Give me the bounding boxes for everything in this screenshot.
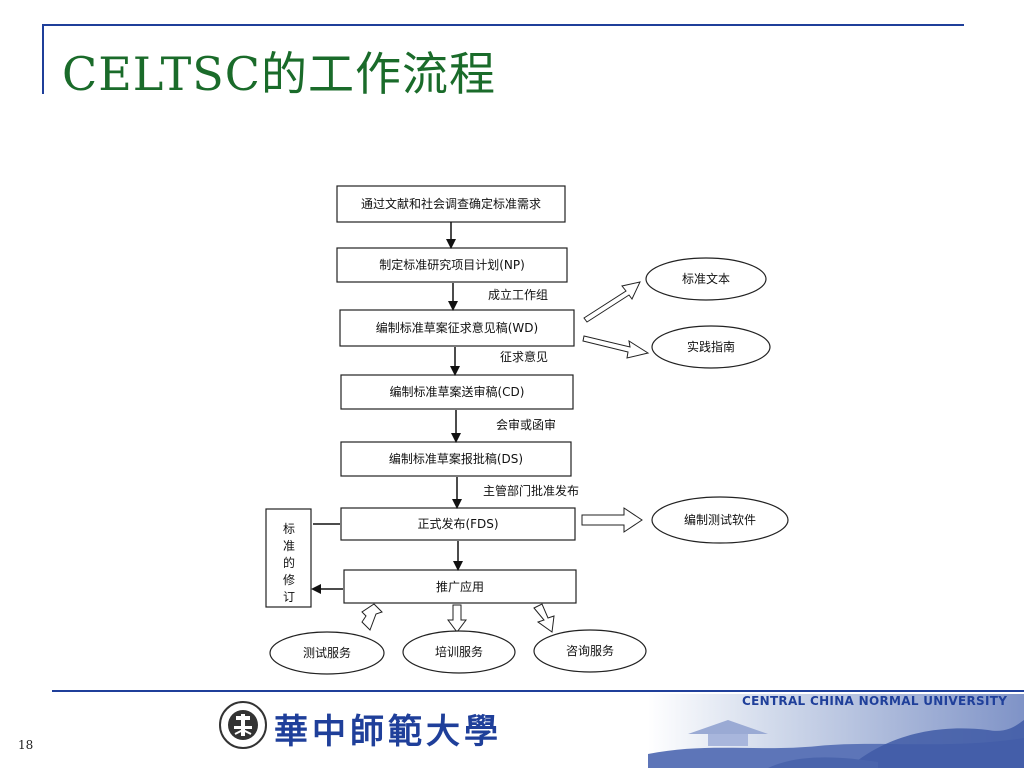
service-training-label: 培训服务 [435, 644, 483, 659]
output-standard-text: 标准文本 [645, 257, 767, 301]
step-7-label: 推广应用 [436, 579, 484, 594]
output-standard-text-label: 标准文本 [682, 271, 730, 286]
hollow-arrow-to-training-service [447, 604, 467, 633]
page-number: 18 [18, 738, 34, 752]
revision-box-char: 修 [283, 572, 295, 587]
step-5-label: 编制标准草案报批稿(DS) [389, 451, 523, 466]
revision-box-char: 标 [283, 522, 295, 536]
service-consulting-label: 咨询服务 [566, 643, 614, 658]
transition-label-1: 成立工作组 [488, 287, 548, 302]
revision-box: 标准的修订 [265, 508, 312, 608]
campus-landscape-art [648, 694, 1024, 768]
hollow-arrow-to-standard-text [583, 281, 641, 323]
service-consulting: 咨询服务 [533, 629, 647, 673]
footer-rule [52, 690, 1024, 692]
output-test-software-label: 编制测试软件 [684, 512, 756, 527]
output-practice-guide: 实践指南 [651, 325, 771, 369]
hollow-arrow-to-consulting-service [533, 603, 555, 633]
transition-label-3: 会审或函审 [496, 417, 556, 432]
service-testing-label: 测试服务 [303, 645, 351, 660]
slide-title: CELTSC的工作流程 [62, 47, 496, 101]
step-3-box: 编制标准草案征求意见稿(WD) [339, 309, 575, 347]
step-3-label: 编制标准草案征求意见稿(WD) [376, 320, 538, 335]
step-2-label: 制定标准研究项目计划(NP) [379, 257, 525, 272]
title-left-bar [42, 24, 44, 94]
revision-box-label: 标准的修订 [283, 522, 295, 604]
step-5-box: 编制标准草案报批稿(DS) [340, 441, 572, 477]
university-name-calligraphy: 華中師範大學 [274, 712, 502, 752]
title-top-rule [42, 24, 964, 26]
step-4-box: 编制标准草案送审稿(CD) [340, 374, 574, 410]
step-6-box: 正式发布(FDS) [340, 507, 576, 541]
transition-label-2: 征求意见 [500, 349, 548, 364]
revision-box-char: 准 [283, 539, 295, 553]
revision-box-char: 订 [283, 590, 295, 604]
output-practice-guide-label: 实践指南 [687, 339, 735, 354]
service-training: 培训服务 [402, 630, 516, 674]
step-7-box: 推广应用 [343, 569, 577, 604]
step-1-box: 通过文献和社会调查确定标准需求 [336, 185, 566, 223]
step-6-label: 正式发布(FDS) [417, 516, 498, 531]
output-test-software: 编制测试软件 [651, 496, 789, 544]
step-2-box: 制定标准研究项目计划(NP) [336, 247, 568, 283]
hollow-arrow-to-testing-service [361, 603, 383, 631]
step-1-label: 通过文献和社会调查确定标准需求 [361, 196, 541, 211]
service-testing: 测试服务 [269, 631, 385, 675]
step-4-label: 编制标准草案送审稿(CD) [390, 384, 525, 399]
transition-label-4: 主管部门批准发布 [483, 483, 579, 498]
hollow-arrow-to-practice-guide [582, 335, 650, 359]
hollow-arrow-to-test-software [581, 507, 643, 533]
revision-box-char: 的 [283, 555, 295, 570]
university-seal-icon [219, 701, 267, 749]
university-name-english: CENTRAL CHINA NORMAL UNIVERSITY [742, 694, 1008, 708]
